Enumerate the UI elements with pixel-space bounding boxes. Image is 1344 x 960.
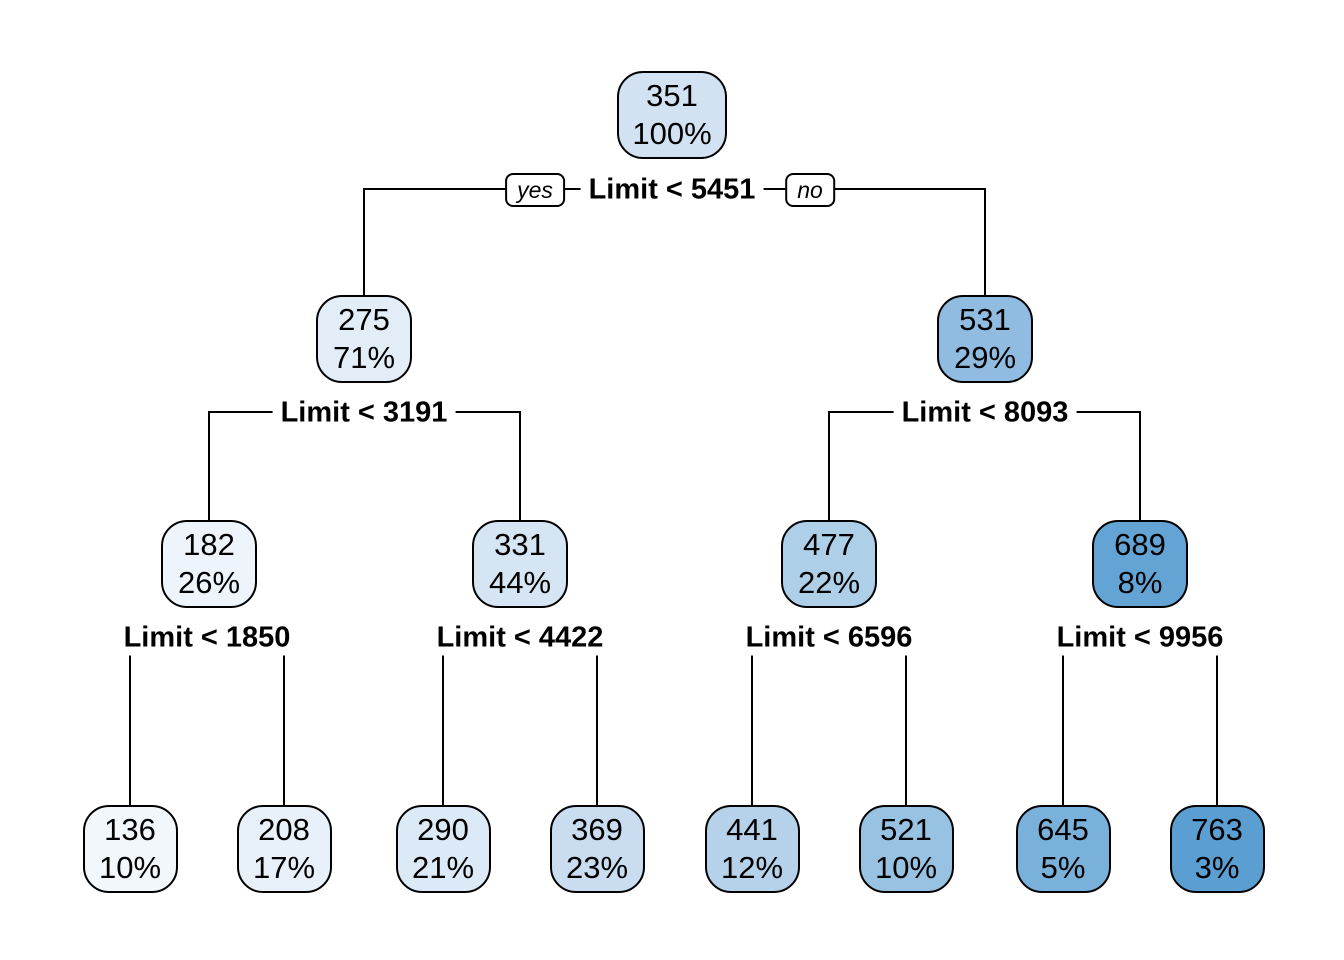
node-value: 275 [338, 302, 390, 337]
branch-vline [283, 636, 285, 805]
branch-vline [1216, 636, 1218, 805]
split-condition-label: Limit < 4422 [428, 620, 612, 656]
node-value: 351 [646, 78, 698, 113]
branch-vline [1062, 636, 1064, 805]
node-percentage: 100% [632, 116, 712, 151]
node-value: 182 [183, 527, 235, 562]
node-value: 521 [880, 812, 932, 847]
node-percentage: 21% [411, 850, 475, 885]
branch-vline [442, 636, 444, 805]
yes-branch-box: yes [505, 173, 565, 207]
split-condition-label: Limit < 6596 [737, 620, 921, 656]
node-value: 331 [494, 527, 546, 562]
node-percentage: 8% [1117, 565, 1163, 600]
branch-vline [208, 411, 210, 520]
node-value: 763 [1191, 812, 1243, 847]
node-percentage: 29% [953, 340, 1017, 375]
node-percentage: 10% [874, 850, 938, 885]
node-value: 136 [104, 812, 156, 847]
split-condition-label: Limit < 8093 [893, 395, 1077, 431]
node-percentage: 17% [252, 850, 316, 885]
branch-vline [596, 636, 598, 805]
node-percentage: 44% [488, 565, 552, 600]
branch-vline [751, 636, 753, 805]
node-percentage: 5% [1040, 850, 1086, 885]
node-percentage: 12% [720, 850, 784, 885]
no-branch-box: no [785, 173, 835, 207]
node-percentage: 3% [1194, 850, 1240, 885]
branch-vline [984, 188, 986, 295]
node-percentage: 22% [797, 565, 861, 600]
split-condition-label: Limit < 1850 [115, 620, 299, 656]
split-condition-label: Limit < 9956 [1048, 620, 1232, 656]
node-percentage: 71% [332, 340, 396, 375]
node-value: 531 [959, 302, 1011, 337]
node-value: 441 [726, 812, 778, 847]
node-percentage: 10% [98, 850, 162, 885]
node-percentage: 26% [177, 565, 241, 600]
node-percentage: 23% [565, 850, 629, 885]
branch-vline [363, 188, 365, 295]
branch-vline [905, 636, 907, 805]
split-condition-label: Limit < 5451 [580, 172, 764, 208]
split-condition-label: Limit < 3191 [272, 395, 456, 431]
node-value: 290 [417, 812, 469, 847]
node-value: 369 [571, 812, 623, 847]
branch-vline [828, 411, 830, 520]
node-value: 477 [803, 527, 855, 562]
branch-vline [129, 636, 131, 805]
node-value: 689 [1114, 527, 1166, 562]
node-value: 208 [258, 812, 310, 847]
branch-vline [1139, 411, 1141, 520]
node-value: 645 [1037, 812, 1089, 847]
branch-vline [519, 411, 521, 520]
